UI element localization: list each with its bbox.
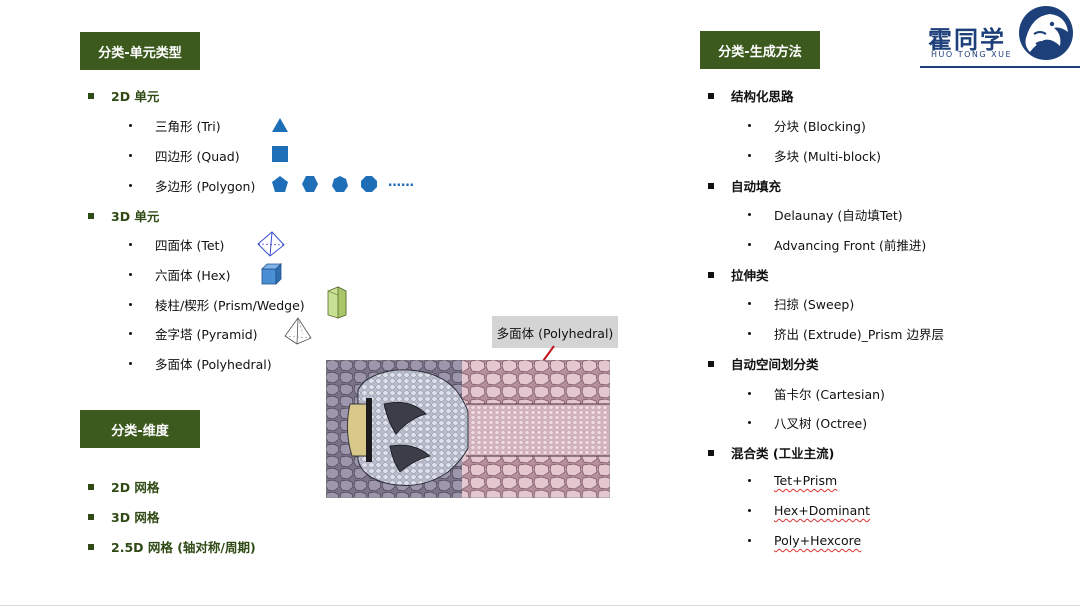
triangle-icon bbox=[272, 118, 288, 132]
item-multi-block: 多块 (Multi-block) bbox=[748, 146, 881, 165]
item-tri: 三角形 (Tri) bbox=[129, 116, 221, 135]
figure-caption: 多面体 (Polyhedral) bbox=[492, 316, 618, 348]
square-icon bbox=[272, 146, 288, 162]
square-bullet bbox=[88, 212, 94, 219]
dim-2d: 2D 网格 bbox=[88, 477, 159, 496]
item-cartesian: 笛卡尔 (Cartesian) bbox=[748, 384, 885, 403]
item-quad: 四边形 (Quad) bbox=[129, 146, 240, 165]
pentagon-icon bbox=[272, 176, 288, 192]
heptagon-icon bbox=[332, 176, 348, 192]
item-sweep: 扫掠 (Sweep) bbox=[748, 294, 854, 313]
group-space-partition: 自动空间划分类 bbox=[708, 354, 819, 373]
logo-underline bbox=[920, 66, 1080, 68]
square-bullet bbox=[88, 92, 94, 99]
item-polyhedral: 多面体 (Polyhedral) bbox=[129, 354, 272, 373]
hexahedron-icon bbox=[261, 263, 282, 285]
tag-element-type: 分类-单元类型 bbox=[80, 32, 200, 70]
heading-3d-elements: 3D 单元 bbox=[88, 206, 159, 225]
polygon-ellipsis: …… bbox=[388, 175, 414, 190]
group-structured: 结构化思路 bbox=[708, 86, 794, 105]
dim-25d: 2.5D 网格 (轴对称/周期) bbox=[88, 537, 256, 556]
tag-generation-method: 分类-生成方法 bbox=[700, 31, 820, 69]
hexagon-icon bbox=[302, 176, 318, 192]
logo-en: HUO TONG XUE bbox=[931, 50, 1013, 59]
item-extrude: 挤出 (Extrude)_Prism 边界层 bbox=[748, 324, 944, 343]
logo-mascot-icon bbox=[1019, 6, 1073, 60]
item-tet-prism: Tet+Prism bbox=[748, 473, 837, 488]
octagon-icon bbox=[361, 176, 377, 192]
group-hybrid: 混合类 (工业主流) bbox=[708, 443, 834, 462]
item-blocking: 分块 (Blocking) bbox=[748, 116, 866, 135]
group-auto-fill: 自动填充 bbox=[708, 176, 781, 195]
logo-cn: 霍同学 bbox=[928, 26, 1006, 54]
item-poly-hexcore: Poly+Hexcore bbox=[748, 533, 861, 548]
item-prism: 棱柱/楔形 (Prism/Wedge) bbox=[129, 295, 305, 314]
pyramid-icon bbox=[284, 317, 312, 345]
item-polygon: 多边形 (Polygon) bbox=[129, 176, 255, 195]
item-delaunay: Delaunay (自动填Tet) bbox=[748, 205, 903, 224]
heading-2d-elements: 2D 单元 bbox=[88, 86, 159, 105]
group-extrusion: 拉伸类 bbox=[708, 265, 769, 284]
item-pyramid: 金字塔 (Pyramid) bbox=[129, 324, 258, 343]
tetrahedron-icon bbox=[257, 231, 285, 257]
item-advancing-front: Advancing Front (前推进) bbox=[748, 235, 926, 254]
item-hex-dominant: Hex+Dominant bbox=[748, 503, 870, 518]
dim-3d: 3D 网格 bbox=[88, 507, 159, 526]
item-tet: 四面体 (Tet) bbox=[129, 235, 224, 254]
prism-icon bbox=[327, 286, 347, 319]
tag-dimension: 分类-维度 bbox=[80, 410, 200, 448]
item-octree: 八叉树 (Octree) bbox=[748, 413, 867, 432]
item-hex: 六面体 (Hex) bbox=[129, 265, 231, 284]
slide-bottom-border bbox=[0, 605, 1080, 606]
polyhedral-mesh-image bbox=[326, 360, 610, 498]
